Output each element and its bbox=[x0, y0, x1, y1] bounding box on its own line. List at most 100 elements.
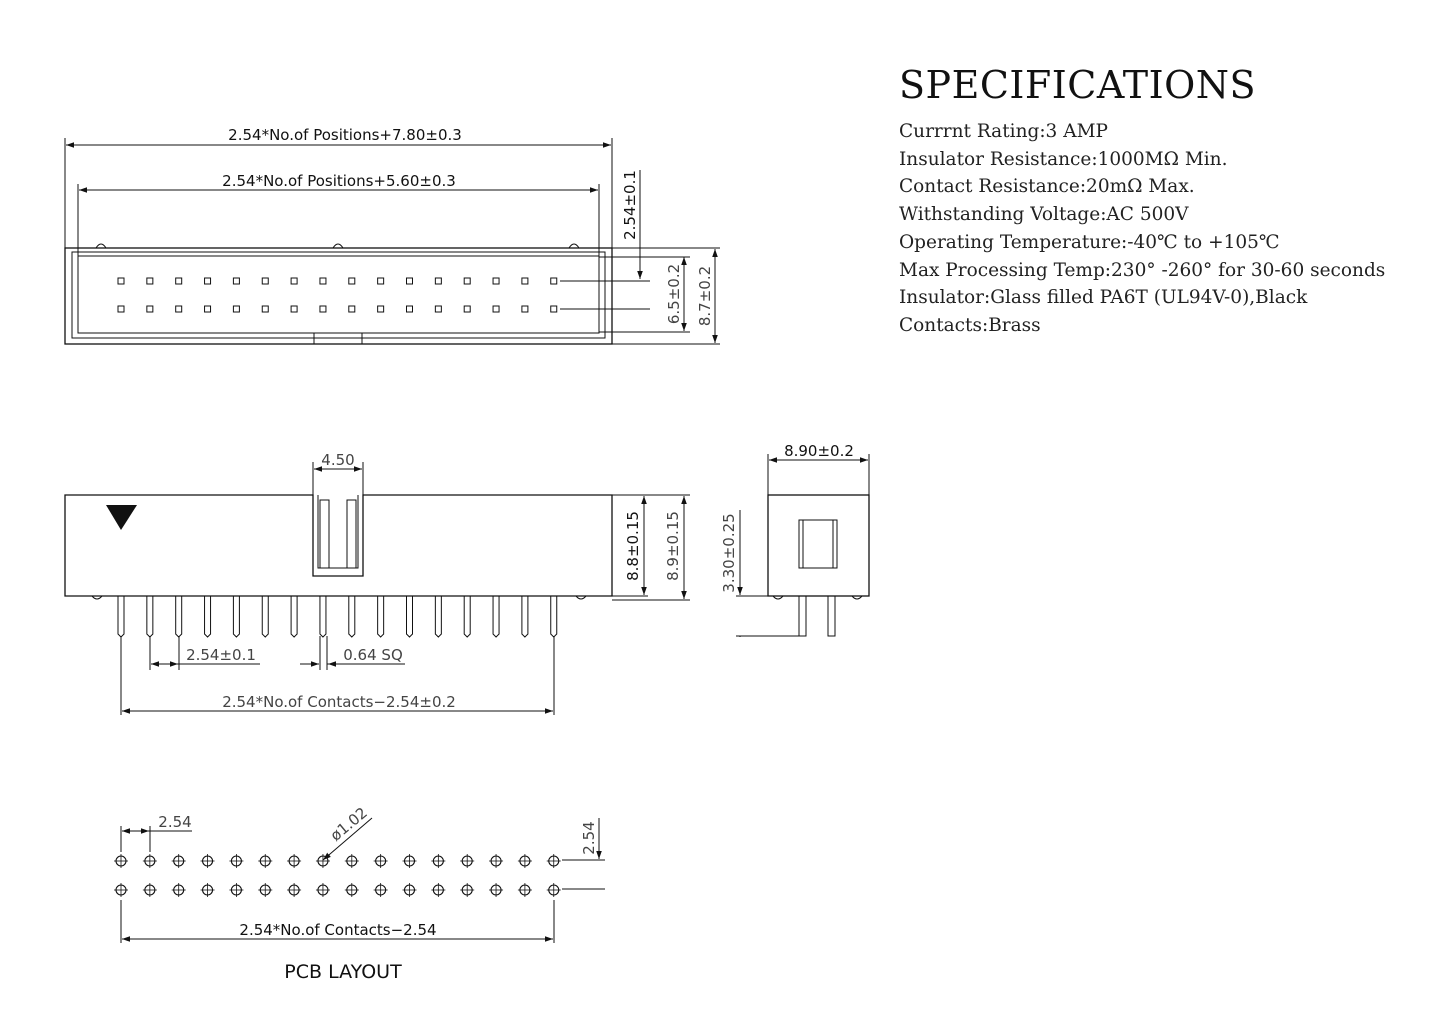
front-pin bbox=[463, 596, 471, 638]
top-pin bbox=[377, 277, 385, 285]
front-pin bbox=[319, 596, 327, 638]
top-pin bbox=[550, 277, 558, 285]
spec-current-rating: Currrnt Rating:3 AMP bbox=[899, 121, 1108, 142]
top-pin bbox=[377, 305, 385, 313]
row-pitch-label: 2.54±0.1 bbox=[621, 170, 639, 240]
pcb-hole bbox=[517, 883, 532, 897]
pcb-hole bbox=[315, 883, 330, 897]
front-pin bbox=[117, 596, 125, 638]
front-pin bbox=[492, 596, 500, 638]
pcb-span-label: 2.54*No.of Contacts−2.54 bbox=[239, 921, 436, 939]
side-width-label: 8.90±0.2 bbox=[784, 442, 854, 460]
top-pin bbox=[348, 305, 356, 313]
front-pin bbox=[434, 596, 442, 638]
pcb-pitch-y-label: 2.54 bbox=[580, 821, 598, 854]
top-pin bbox=[406, 277, 413, 285]
pcb-layout bbox=[114, 817, 605, 943]
top-pin bbox=[521, 277, 529, 285]
side-view bbox=[736, 454, 870, 637]
pcb-hole bbox=[344, 854, 359, 868]
pin-pitch-label: 2.54±0.1 bbox=[186, 646, 256, 664]
pcb-hole bbox=[171, 854, 186, 868]
pcb-hole bbox=[142, 883, 157, 897]
top-pin bbox=[261, 305, 269, 313]
body-height-label: 8.8±0.15 bbox=[624, 511, 642, 581]
front-pin bbox=[232, 596, 240, 638]
top-pin bbox=[117, 305, 125, 313]
top-pin bbox=[492, 305, 500, 313]
top-pin bbox=[434, 277, 442, 285]
top-pin-grid bbox=[117, 277, 558, 313]
pcb-hole bbox=[402, 883, 417, 897]
pcb-hole bbox=[171, 883, 186, 897]
pcb-hole bbox=[431, 854, 446, 868]
front-view bbox=[64, 462, 690, 715]
front-pin bbox=[406, 596, 413, 638]
front-pin bbox=[550, 596, 558, 638]
pcb-hole bbox=[344, 883, 359, 897]
pcb-hole bbox=[489, 854, 504, 868]
side-body-outline bbox=[767, 494, 870, 597]
top-pin bbox=[406, 305, 413, 313]
top-pin bbox=[463, 277, 471, 285]
pcb-hole bbox=[258, 883, 273, 897]
contact-span-label: 2.54*No.of Contacts−2.54±0.2 bbox=[222, 693, 456, 711]
top-pin bbox=[550, 305, 558, 313]
pcb-hole bbox=[431, 883, 446, 897]
front-pin bbox=[146, 596, 154, 638]
pcb-hole bbox=[517, 854, 532, 868]
front-body-outline bbox=[64, 494, 613, 597]
top-pin bbox=[319, 277, 327, 285]
front-pin bbox=[261, 596, 269, 638]
pin-size-label: 0.64 SQ bbox=[343, 646, 403, 664]
inner-width-label: 2.54*No.of Positions+5.60±0.3 bbox=[222, 172, 456, 190]
top-pin bbox=[492, 277, 500, 285]
spec-contacts-material: Contacts:Brass bbox=[899, 314, 1041, 336]
front-pin bbox=[175, 596, 183, 638]
top-pin bbox=[232, 305, 240, 313]
spec-insulator-material: Insulator:Glass filled PA6T (UL94V-0),Bl… bbox=[899, 287, 1308, 309]
top-pin bbox=[175, 305, 183, 313]
pcb-hole bbox=[489, 883, 504, 897]
pcb-hole bbox=[460, 854, 475, 868]
front-pin bbox=[521, 596, 529, 638]
pcb-hole bbox=[460, 883, 475, 897]
pin1-triangle-marker bbox=[106, 505, 137, 530]
pcb-hole bbox=[373, 854, 388, 868]
top-pin bbox=[204, 305, 212, 313]
outer-height-label: 8.7±0.2 bbox=[696, 266, 714, 326]
top-pin bbox=[348, 277, 356, 285]
spec-contact-resistance: Contact Resistance:20mΩ Max. bbox=[899, 176, 1195, 198]
top-pin bbox=[146, 305, 154, 313]
pcb-hole bbox=[402, 854, 417, 868]
top-pin bbox=[434, 305, 442, 313]
pcb-layout-caption: PCB LAYOUT bbox=[284, 961, 402, 983]
front-pin-row bbox=[117, 596, 558, 638]
top-pin bbox=[117, 277, 125, 285]
front-pin bbox=[377, 596, 385, 638]
top-pin bbox=[175, 277, 183, 285]
top-pin bbox=[232, 277, 240, 285]
total-height-label: 8.9±0.15 bbox=[664, 511, 682, 581]
pcb-hole bbox=[200, 854, 215, 868]
pcb-hole bbox=[229, 883, 244, 897]
spec-withstanding-voltage: Withstanding Voltage:AC 500V bbox=[899, 204, 1189, 226]
pcb-hole bbox=[114, 854, 128, 868]
pcb-hole bbox=[546, 883, 561, 897]
pin-length-label: 3.30±0.25 bbox=[720, 513, 738, 592]
top-pin bbox=[290, 305, 298, 313]
inner-height-label: 6.5±0.2 bbox=[665, 264, 683, 324]
front-pin bbox=[290, 596, 298, 638]
pcb-hole bbox=[258, 854, 273, 868]
top-view bbox=[64, 138, 720, 345]
pcb-hole bbox=[315, 854, 330, 868]
top-pin bbox=[319, 305, 327, 313]
specifications-panel: SPECIFICATIONS Currrnt Rating:3 AMP Insu… bbox=[899, 62, 1439, 340]
pcb-hole bbox=[142, 854, 157, 868]
front-pin bbox=[348, 596, 356, 638]
top-pin bbox=[463, 305, 471, 313]
overall-width-label: 2.54*No.of Positions+7.80±0.3 bbox=[228, 126, 462, 144]
top-pin bbox=[204, 277, 212, 285]
spec-insulator-resistance: Insulator Resistance:1000MΩ Min. bbox=[899, 148, 1228, 170]
spec-operating-temperature: Operating Temperature:-40℃ to +105℃ bbox=[899, 231, 1280, 253]
